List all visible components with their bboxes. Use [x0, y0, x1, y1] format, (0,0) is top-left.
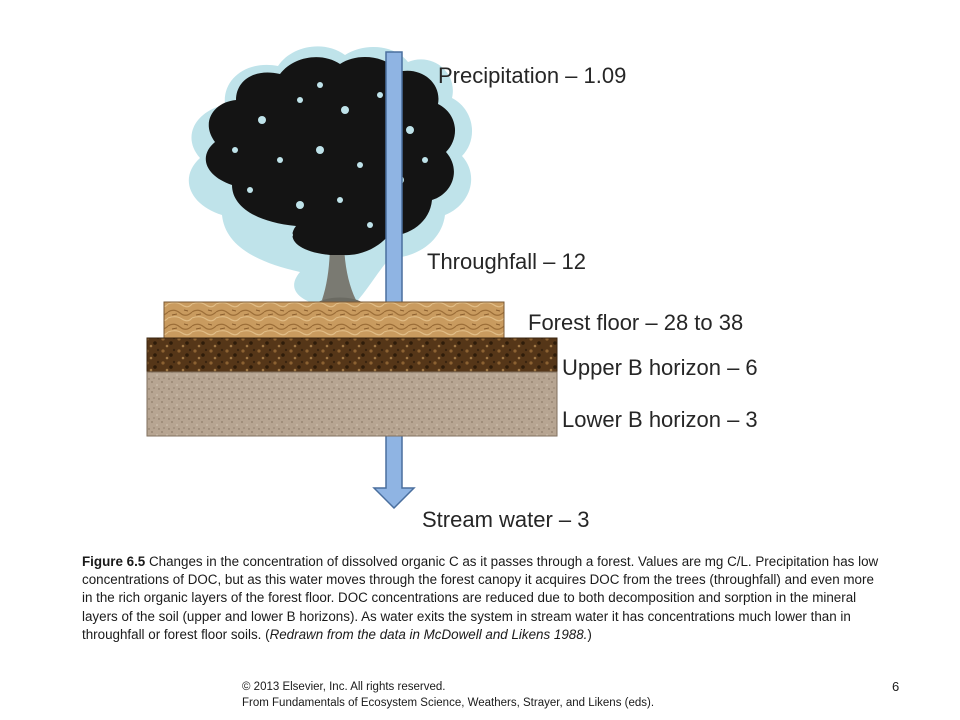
figure-number: Figure 6.5 — [82, 554, 146, 569]
caption-credit: Redrawn from the data in McDowell and Li… — [269, 626, 588, 642]
upper-b-horizon-layer — [146, 337, 558, 373]
figure-caption: Figure 6.5 Changes in the concentration … — [82, 553, 882, 644]
canopy-gaps — [232, 82, 428, 238]
copyright-notice: © 2013 Elsevier, Inc. All rights reserve… — [242, 679, 654, 711]
copyright-line-1: © 2013 Elsevier, Inc. All rights reserve… — [242, 681, 446, 693]
label-stream-water: Stream water – 3 — [422, 507, 590, 532]
forest-doc-diagram: Precipitation – 1.09 Throughfall – 12 Fo… — [146, 46, 758, 532]
page-number: 6 — [892, 679, 900, 694]
lower-b-horizon-layer — [146, 371, 558, 437]
forest-floor-layer — [163, 301, 505, 339]
label-forest-floor: Forest floor – 28 to 38 — [528, 310, 743, 335]
caption-end: ) — [587, 626, 592, 642]
copyright-line-2: From Fundamentals of Ecosystem Science, … — [242, 697, 655, 709]
label-precipitation: Precipitation – 1.09 — [438, 63, 626, 88]
soil-profile — [146, 301, 558, 437]
label-throughfall: Throughfall – 12 — [427, 249, 586, 274]
caption-body: Changes in the concentration of dissolve… — [82, 554, 879, 642]
label-lower-b-horizon: Lower B horizon – 3 — [562, 407, 758, 432]
label-upper-b-horizon: Upper B horizon – 6 — [562, 355, 758, 380]
water-flow-arrow — [372, 51, 416, 510]
